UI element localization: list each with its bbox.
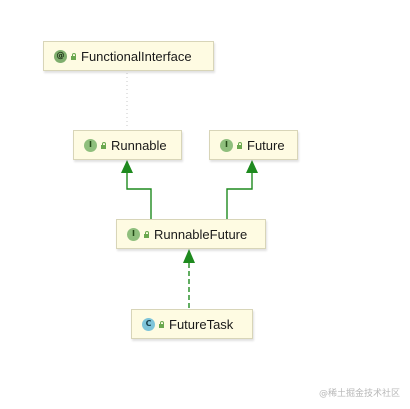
node-label: FutureTask <box>169 316 234 332</box>
edge-runnablefuture-runnable <box>126 172 152 219</box>
lock-icon <box>144 230 149 238</box>
lock-icon <box>101 141 106 149</box>
node-future[interactable]: I Future <box>209 130 298 160</box>
watermark: @稀土掘金技术社区 <box>318 389 400 399</box>
node-runnable-future[interactable]: I RunnableFuture <box>116 219 266 249</box>
node-label: Future <box>247 137 285 153</box>
node-runnable[interactable]: I Runnable <box>73 130 182 160</box>
lock-icon <box>71 52 76 60</box>
node-future-task[interactable]: C FutureTask <box>131 309 253 339</box>
annotation-icon: @ <box>54 49 67 63</box>
lock-icon <box>237 141 242 149</box>
arrowhead-runnablefuture <box>183 249 195 263</box>
lock-icon <box>159 320 164 328</box>
node-label: RunnableFuture <box>154 226 248 242</box>
class-icon: C <box>142 317 155 331</box>
interface-icon: I <box>127 227 140 241</box>
node-functional-interface[interactable]: @ FunctionalInterface <box>43 41 214 71</box>
interface-icon: I <box>220 138 233 152</box>
arrowhead-runnable <box>121 160 133 173</box>
edge-runnablefuture-future <box>226 172 253 219</box>
interface-icon: I <box>84 138 97 152</box>
node-label: FunctionalInterface <box>81 48 192 64</box>
arrowhead-future <box>246 160 258 173</box>
node-label: Runnable <box>111 137 167 153</box>
